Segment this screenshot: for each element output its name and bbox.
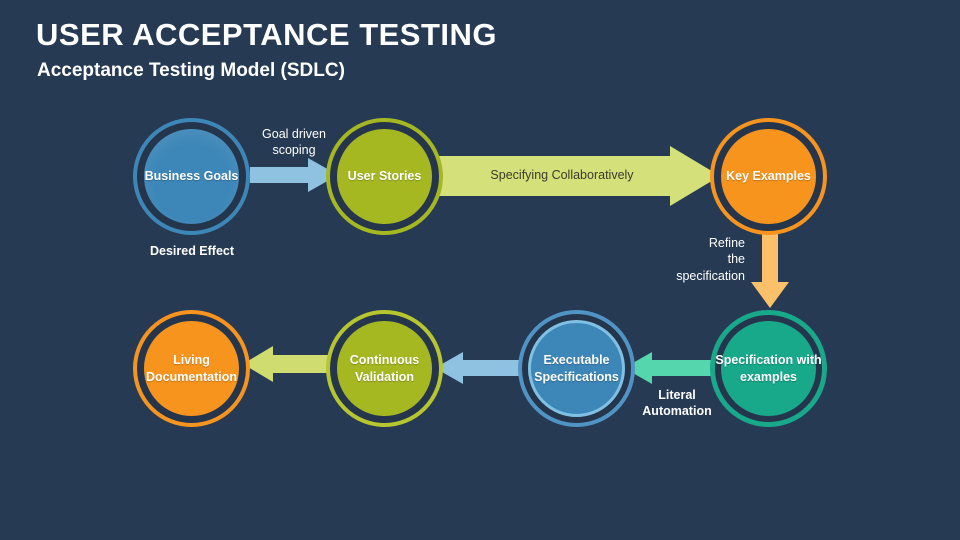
node-core: [528, 320, 625, 417]
label-literal-automation: Literal Automation: [642, 388, 712, 419]
page-subtitle: Acceptance Testing Model (SDLC): [37, 60, 345, 81]
node-continuous-validation[interactable]: Continuous Validation: [326, 310, 443, 427]
caption-desired-effect: Desired Effect: [149, 244, 235, 258]
node-business-goals[interactable]: Business Goals: [133, 118, 250, 235]
arrow-specifying-collaboratively: [438, 146, 720, 206]
node-core: [721, 321, 816, 416]
arrow-goal-driven-scoping: [250, 158, 338, 192]
node-specification-with-examples[interactable]: Specification with examples: [710, 310, 827, 427]
node-living-documentation[interactable]: Living Documentation: [133, 310, 250, 427]
node-core: [144, 129, 239, 224]
node-core: [337, 321, 432, 416]
arrow-literal-automation: [624, 352, 724, 384]
node-core: [337, 129, 432, 224]
arrow-refine-the-specification: [751, 228, 789, 308]
arrow-continuous-to-living: [243, 346, 345, 382]
page-title: USER ACCEPTANCE TESTING: [36, 17, 498, 52]
arrow-executable-to-continuous: [435, 352, 535, 384]
label-refine-the-specification: Refine the specification: [676, 236, 745, 283]
node-core: [144, 321, 239, 416]
node-key-examples[interactable]: Key Examples: [710, 118, 827, 235]
node-executable-specifications[interactable]: Executable Specifications: [518, 310, 635, 427]
node-user-stories[interactable]: User Stories: [326, 118, 443, 235]
node-core: [721, 129, 816, 224]
